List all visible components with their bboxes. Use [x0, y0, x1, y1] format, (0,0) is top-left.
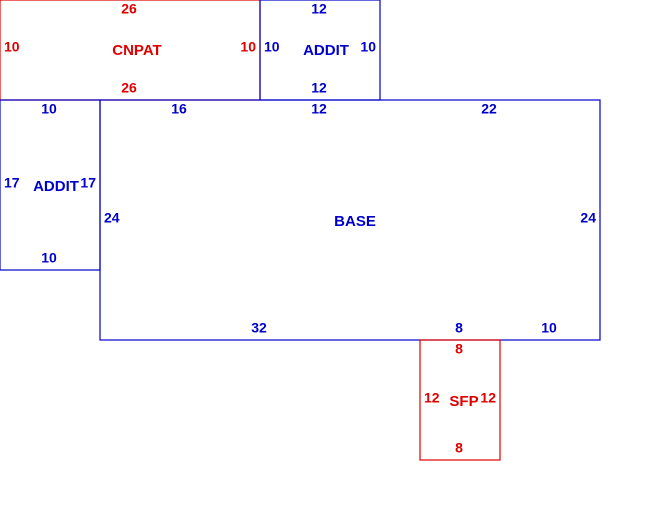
addit-left-area: ADDIT 10 10 17 17: [0, 99, 101, 271]
sfp-left-dimension: 12: [424, 390, 440, 406]
cnpat-left-dimension: 10: [4, 39, 20, 55]
sfp-outline[interactable]: [419, 339, 501, 461]
sfp-top-dimension: 8: [455, 341, 463, 357]
addit-top-bottom-dimension: 12: [311, 80, 327, 96]
base-bottom-dimension-2: 8: [455, 320, 463, 336]
addit-top-right-dimension: 10: [360, 39, 376, 55]
base-top-dimension-1: 16: [171, 101, 187, 117]
sfp-right-dimension: 12: [480, 390, 496, 406]
base-top-dimension-3: 22: [481, 101, 497, 117]
base-bottom-dimension-1: 32: [251, 320, 267, 336]
cnpat-area: CNPAT 26 26 10 10: [0, 0, 261, 101]
base-bottom-dimension-3: 10: [541, 320, 557, 336]
cnpat-bottom-dimension: 26: [121, 80, 137, 96]
addit-left-left-dimension: 17: [4, 175, 20, 191]
addit-top-left-dimension: 10: [264, 39, 280, 55]
addit-left-bottom-dimension: 10: [41, 250, 57, 266]
sfp-bottom-dimension: 8: [455, 440, 463, 456]
base-label: BASE: [334, 213, 376, 230]
addit-top-label: ADDIT: [303, 42, 349, 59]
addit-top-area: ADDIT 12 12 10 10: [259, 0, 381, 101]
cnpat-right-dimension: 10: [240, 39, 256, 55]
base-area: BASE 16 12 22 24 24 32 8 10: [99, 99, 601, 341]
sfp-area: SFP 8 8 12 12: [419, 339, 501, 461]
base-right-dimension: 24: [580, 210, 596, 226]
base-left-dimension: 24: [104, 210, 120, 226]
addit-left-right-dimension: 17: [80, 175, 96, 191]
cnpat-label: CNPAT: [112, 42, 161, 59]
addit-left-label: ADDIT: [33, 178, 79, 195]
base-outline[interactable]: [99, 99, 601, 341]
addit-left-top-dimension: 10: [41, 101, 57, 117]
base-top-dimension-2: 12: [311, 101, 327, 117]
addit-top-top-dimension: 12: [311, 1, 327, 17]
cnpat-top-dimension: 26: [121, 1, 137, 17]
sfp-label: SFP: [449, 393, 478, 410]
